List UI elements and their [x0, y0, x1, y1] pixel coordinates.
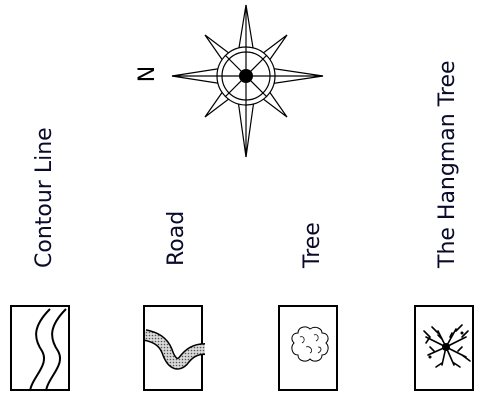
road-symbol [143, 305, 205, 391]
hangman-tree-icon [423, 324, 471, 368]
contour-line-symbol [10, 305, 70, 392]
contour-line-icon [29, 308, 67, 392]
legend-label-hangman-tree: The Hangman Tree [435, 60, 460, 268]
legend-label-contour-line: Contour Line [32, 127, 57, 268]
road-icon [145, 329, 205, 370]
compass-rose-icon [171, 4, 324, 158]
north-label: N [135, 65, 161, 83]
legend-label-tree: Tree [300, 222, 325, 268]
tree-icon [291, 326, 329, 362]
tree-symbol [278, 305, 338, 391]
hangman-tree-symbol [414, 305, 474, 391]
legend-label-road: Road [164, 210, 189, 266]
